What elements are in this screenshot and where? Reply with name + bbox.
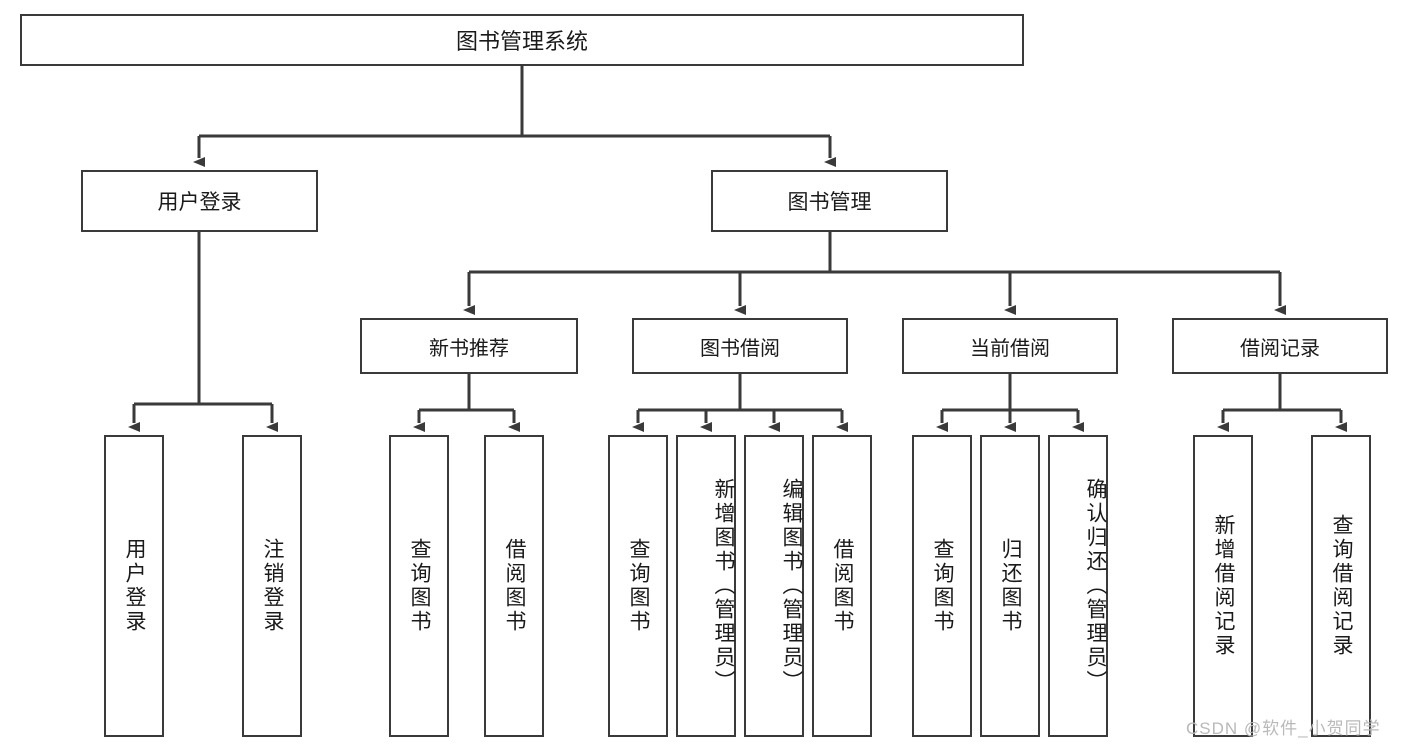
node-current-borrow[interactable]: 当前借阅 xyxy=(902,318,1118,374)
node-leaf-query-record[interactable]: 查询借阅记录 xyxy=(1311,435,1371,737)
node-leaf-add-book[interactable]: 新增图书（管理员） xyxy=(676,435,736,737)
connector-bookborrow-to-leaves xyxy=(632,374,848,432)
node-borrow-record[interactable]: 借阅记录 xyxy=(1172,318,1388,374)
node-leaf-borrow-book-2[interactable]: 借阅图书 xyxy=(812,435,872,737)
node-leaf-query-book-2[interactable]: 查询图书 xyxy=(608,435,668,737)
node-book-borrow[interactable]: 图书借阅 xyxy=(632,318,848,374)
connector-currentborrow-to-leaves xyxy=(936,374,1084,432)
node-leaf-edit-book[interactable]: 编辑图书（管理员） xyxy=(744,435,804,737)
node-label: 图书管理 xyxy=(787,191,872,214)
node-label: 新书推荐 xyxy=(429,337,509,360)
node-label: 查询借阅记录 xyxy=(1330,514,1354,658)
node-label: 编辑图书（管理员） xyxy=(780,478,803,694)
node-label: 借阅图书 xyxy=(831,538,855,634)
node-leaf-confirm-return[interactable]: 确认归还（管理员） xyxy=(1048,435,1108,737)
node-label: 注销登录 xyxy=(261,538,285,634)
connector-root-to-level2 xyxy=(193,66,836,167)
node-leaf-return-book[interactable]: 归还图书 xyxy=(980,435,1040,737)
csdn-watermark: CSDN @软件_小贺同学 xyxy=(1186,719,1381,738)
connector-newbook-to-leaves xyxy=(413,374,520,432)
node-label: 借阅记录 xyxy=(1240,337,1320,360)
node-label: 查询图书 xyxy=(931,538,955,634)
node-leaf-add-record[interactable]: 新增借阅记录 xyxy=(1193,435,1253,737)
node-root-system[interactable]: 图书管理系统 xyxy=(20,14,1024,66)
node-label: 用户登录 xyxy=(123,538,147,634)
node-label: 借阅图书 xyxy=(503,538,527,634)
node-label: 确认归还（管理员） xyxy=(1084,478,1107,694)
node-label: 查询图书 xyxy=(627,538,651,634)
node-leaf-query-book-1[interactable]: 查询图书 xyxy=(389,435,449,737)
node-leaf-query-book-3[interactable]: 查询图书 xyxy=(912,435,972,737)
node-leaf-logout-login[interactable]: 注销登录 xyxy=(242,435,302,737)
node-book-manage[interactable]: 图书管理 xyxy=(711,170,948,232)
connector-bookmanage-to-level3 xyxy=(463,232,1286,315)
node-label: 新增图书（管理员） xyxy=(712,478,735,694)
node-label: 归还图书 xyxy=(999,538,1023,634)
node-label: 图书管理系统 xyxy=(455,29,588,54)
node-new-book-recommend[interactable]: 新书推荐 xyxy=(360,318,578,374)
node-user-login[interactable]: 用户登录 xyxy=(81,170,318,232)
connector-userlogin-to-leaves xyxy=(128,232,278,432)
node-leaf-borrow-book-1[interactable]: 借阅图书 xyxy=(484,435,544,737)
node-leaf-user-login[interactable]: 用户登录 xyxy=(104,435,164,737)
node-label: 查询图书 xyxy=(408,538,432,634)
node-label: 图书借阅 xyxy=(700,337,780,360)
node-label: 用户登录 xyxy=(157,191,242,214)
node-label: 当前借阅 xyxy=(970,337,1050,360)
node-label: 新增借阅记录 xyxy=(1212,514,1236,658)
connector-borrowrecord-to-leaves xyxy=(1217,374,1347,432)
